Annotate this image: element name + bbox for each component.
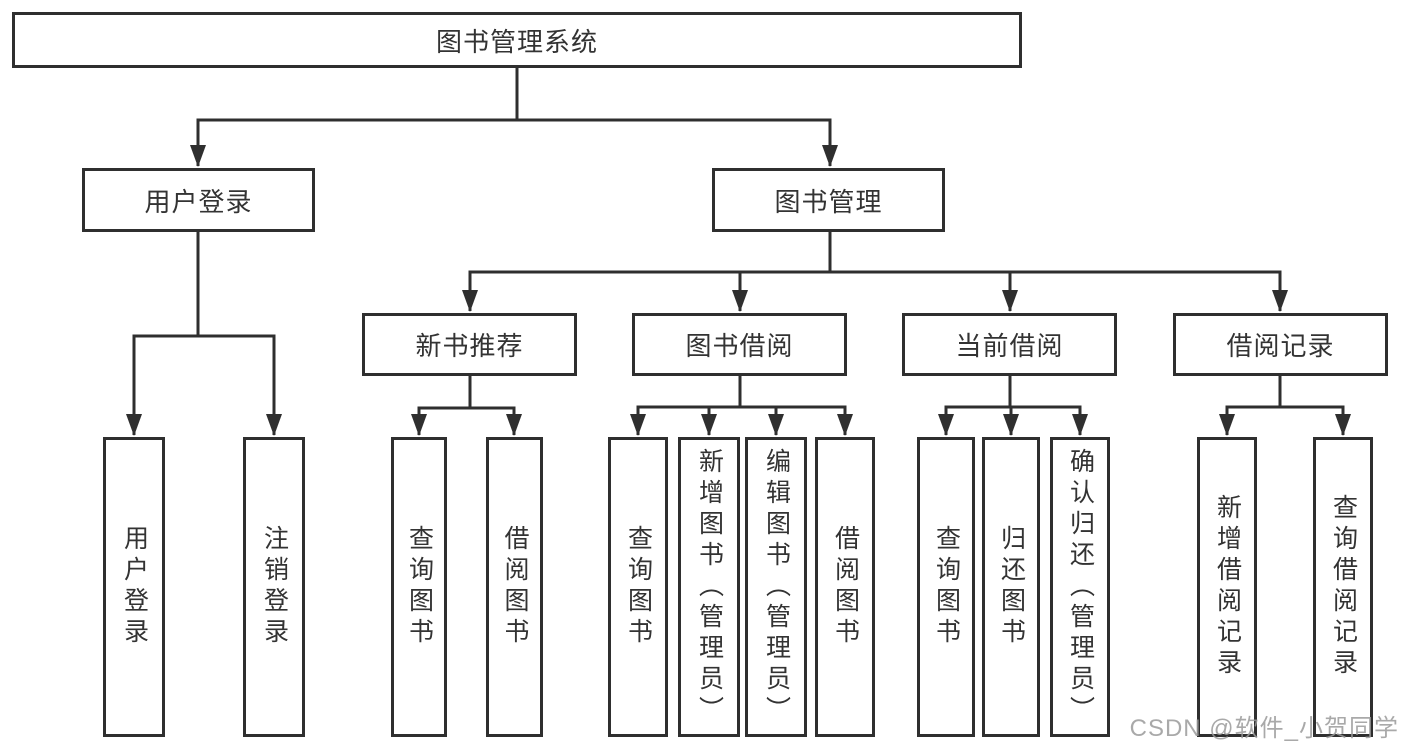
diagram-leaf-borrow-books: 借阅图书 — [486, 437, 543, 737]
diagram-node-borrow-records: 借阅记录 — [1173, 313, 1388, 376]
diagram-leaf-query-books: 查询图书 — [917, 437, 975, 737]
node-label: 查询图书 — [405, 525, 434, 649]
diagram-node-new-book-recommend: 新书推荐 — [362, 313, 577, 376]
node-label: 图书管理系统 — [435, 26, 598, 57]
diagram-leaf-return-books: 归还图书 — [982, 437, 1040, 737]
node-label: 查询借阅记录 — [1329, 494, 1358, 680]
diagram-node-book-borrow: 图书借阅 — [632, 313, 847, 376]
diagram-leaf-query-books: 查询图书 — [608, 437, 668, 737]
diagram-leaf-borrow-books: 借阅图书 — [815, 437, 875, 737]
node-label: 确认归还（管理员） — [1066, 447, 1095, 727]
node-label: 借阅图书 — [501, 525, 529, 649]
node-label: 归还图书 — [997, 525, 1026, 649]
diagram-leaf-logout: 注销登录 — [243, 437, 305, 737]
diagram-leaf-confirm-return-admin: 确认归还（管理员） — [1050, 437, 1110, 737]
watermark: CSDN @软件_小贺同学 — [1129, 715, 1399, 742]
node-label: 借阅图书 — [831, 525, 860, 649]
diagram-leaf-query-borrow-record: 查询借阅记录 — [1313, 437, 1373, 737]
node-label: 用户登录 — [120, 525, 149, 649]
diagram-leaf-edit-books-admin: 编辑图书（管理员） — [745, 437, 807, 737]
diagram-leaf-user-login: 用户登录 — [103, 437, 165, 737]
node-label: 当前借阅 — [955, 331, 1064, 361]
node-label: 借阅记录 — [1226, 331, 1335, 361]
node-label: 图书管理 — [774, 186, 883, 217]
node-label: 新书推荐 — [415, 331, 524, 361]
diagram-node-current-borrow: 当前借阅 — [902, 313, 1117, 376]
node-label: 新增借阅记录 — [1213, 494, 1242, 680]
node-label: 注销登录 — [260, 525, 289, 649]
node-label: 图书借阅 — [685, 331, 794, 361]
node-label: 编辑图书（管理员） — [762, 447, 791, 727]
diagram-node-root: 图书管理系统 — [12, 12, 1022, 68]
diagram-leaf-add-books-admin: 新增图书（管理员） — [678, 437, 740, 737]
node-label: 查询图书 — [624, 525, 653, 649]
node-label: 查询图书 — [932, 525, 961, 649]
node-label: 新增图书（管理员） — [695, 447, 724, 727]
diagram-leaf-add-borrow-record: 新增借阅记录 — [1197, 437, 1257, 737]
node-label: 用户登录 — [144, 186, 253, 217]
diagram-node-book-management: 图书管理 — [712, 168, 945, 232]
diagram-leaf-query-books: 查询图书 — [391, 437, 447, 737]
diagram-node-user-login: 用户登录 — [82, 168, 315, 232]
